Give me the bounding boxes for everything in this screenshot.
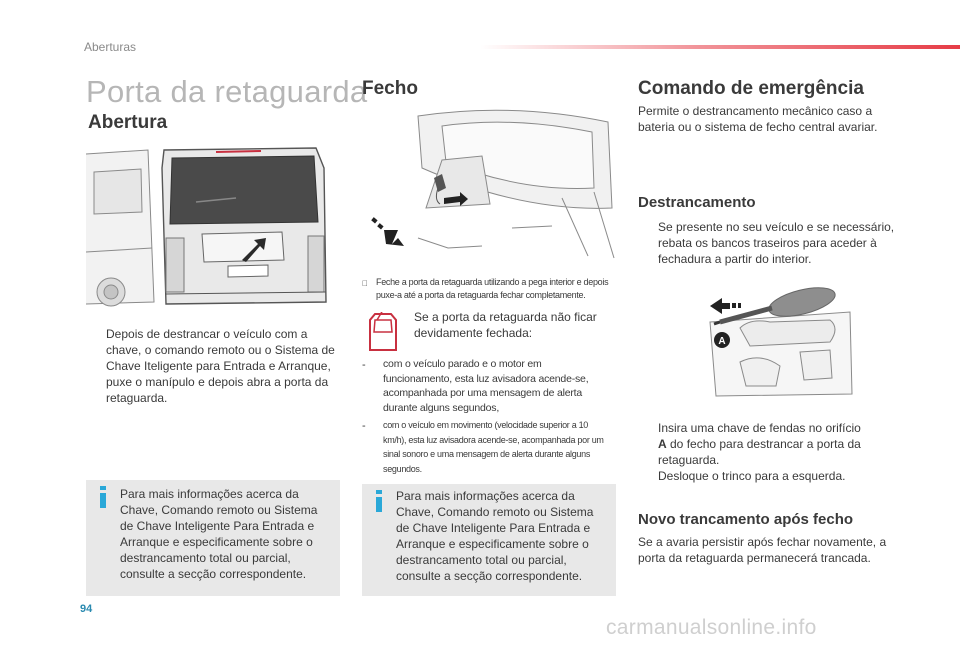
section-label: Aberturas [84,40,137,54]
destrancamento-bullet: Se presente no seu veículo e se necessár… [658,220,895,266]
novo-trancamento-text: Se a avaria persistir após fechar novame… [638,535,887,565]
tailgate-warning-icon [366,309,400,357]
van-rear-illustration [86,142,340,312]
callout-a-label: A [718,336,725,347]
dash-item-2: com o veículo em movimento (velocidade s… [383,420,604,474]
tailgate-closing-illustration [362,108,616,264]
info-box-abertura: Para mais informações acerca da Chave, C… [86,480,340,596]
subheading-destrancamento: Destrancamento [638,194,756,211]
dash-marker: - [362,420,366,432]
header-accent-bar [480,45,960,49]
step-move-latch: Desloque o trinco para a esquerda. [658,469,846,483]
info-icon [98,486,108,513]
dash-item-1: com o veículo parado e o motor em funcio… [383,358,589,414]
info-text-fecho: Para mais informações acerca da Chave, C… [396,489,594,583]
section-heading-abertura: Abertura [88,112,168,133]
subheading-novo-trancamento: Novo trancamento após fecho [638,511,854,528]
fecho-step-text: Feche a porta da retaguarda utilizando a… [376,277,609,300]
dash-marker: - [362,359,366,371]
step1-post: do fecho para destrancar a porta da reta… [658,437,861,467]
emergency-lock-illustration: A [680,282,870,402]
section-heading-fecho: Fecho [362,78,418,99]
warning-intro: Se a porta da retaguarda não ficar devid… [414,310,597,340]
page-number: 94 [80,603,93,615]
abertura-instructions: Depois de destrancar o veículo com a cha… [106,327,335,405]
step-insert-screwdriver: Insira uma chave de fendas no orifício A… [658,420,894,468]
step1-callout: A [658,437,667,451]
section-heading-comando-emergencia: Comando de emergência [638,78,864,99]
info-text-abertura: Para mais informações acerca da Chave, C… [120,487,318,581]
info-box-fecho: Para mais informações acerca da Chave, C… [362,484,616,596]
step-bullet-marker:  [362,277,368,290]
step1-pre: Insira uma chave de fendas no orifício [658,421,861,435]
page-title: Porta da retaguarda [86,74,368,109]
emergency-intro: Permite o destrancamento mecânico caso a… [638,104,878,134]
watermark: carmanualsonline.info [606,616,817,639]
info-icon [374,490,384,517]
